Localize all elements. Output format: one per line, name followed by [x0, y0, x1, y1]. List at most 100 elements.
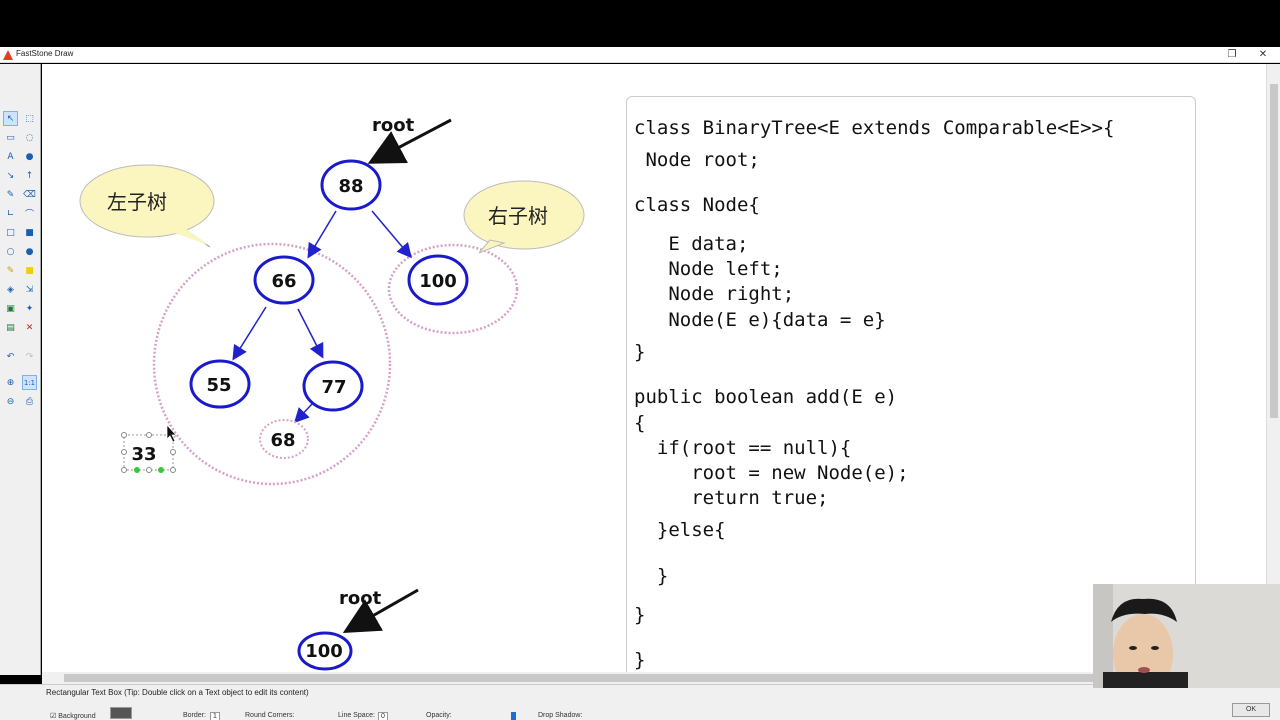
code-line: { [634, 412, 646, 434]
transform-tool-icon[interactable]: ⇲ [25, 284, 34, 295]
code-line: return true; [634, 487, 829, 509]
code-line: Node(E e){data = e} [634, 309, 886, 331]
code-line: } [634, 565, 669, 587]
ok-button[interactable]: OK [1232, 703, 1270, 717]
left-subtree-label: 左子树 [107, 190, 167, 214]
vertical-scrollbar[interactable] [1266, 64, 1280, 672]
node-value: 33 [131, 444, 156, 465]
code-line: } [634, 604, 646, 626]
tree-node[interactable]: 88 [320, 159, 382, 211]
root-pointer-bottom [342, 588, 419, 633]
node-value: 88 [338, 176, 363, 197]
presenter-webcam [1093, 584, 1280, 688]
opacity-label: Opacity: [426, 712, 452, 719]
edge-66-55 [232, 306, 267, 361]
code-line: E data; [634, 233, 749, 255]
curve-tool-icon[interactable]: ⌒ [24, 210, 34, 220]
code-line: Node root; [634, 149, 760, 171]
right-callout: 右子树 [463, 180, 585, 254]
line-tool-icon[interactable]: ∟ [6, 208, 15, 219]
resize-handle[interactable] [121, 432, 127, 438]
edge-88-66 [307, 210, 337, 259]
code-line: if(root == null){ [634, 437, 852, 459]
code-text-box[interactable]: class BinaryTree<E extends Comparable<E>… [626, 96, 1196, 672]
round-corners-label: Round Corners: [245, 712, 295, 719]
delete-tool-icon[interactable]: ✕ [25, 322, 34, 333]
bubble-tool-icon[interactable]: ◌ [25, 132, 34, 143]
eraser-tool-icon[interactable]: ⌫ [23, 189, 36, 200]
image-tool-icon[interactable]: ▣ [6, 303, 15, 314]
number-tool-icon[interactable]: ● [25, 151, 34, 162]
tree-node[interactable]: 66 [253, 255, 315, 305]
video-letterbox-top [0, 0, 1280, 47]
rectangle-tool-icon[interactable]: □ [6, 227, 15, 238]
text-tool-icon[interactable]: A [7, 151, 14, 162]
restore-icon[interactable]: ❐ [1227, 49, 1237, 60]
node-value: 68 [270, 430, 295, 451]
drop-shadow-label: Drop Shadow: [538, 712, 583, 719]
right-subtree-label: 右子树 [488, 204, 548, 228]
stamp-tool-icon[interactable]: ✦ [25, 303, 34, 314]
ellipse-tool-icon[interactable]: ○ [6, 246, 15, 257]
highlight-rect-tool-icon[interactable]: ■ [25, 265, 34, 276]
scroll-thumb[interactable] [1270, 84, 1278, 418]
node-value: 66 [271, 271, 296, 292]
filled-rectangle-tool-icon[interactable]: ■ [25, 227, 34, 238]
scroll-thumb[interactable] [64, 674, 1124, 682]
line-space-field[interactable]: 0 [378, 712, 388, 720]
mouse-cursor-icon [166, 424, 177, 443]
arrow-tool-icon[interactable]: ↘ [6, 170, 15, 181]
tree-node[interactable]: 55 [189, 359, 251, 409]
drawing-canvas[interactable]: 左子树 右子树 root root 88 66 100 55 [42, 64, 1266, 672]
border-field[interactable]: 1 [210, 712, 220, 720]
tree-node[interactable]: 77 [302, 360, 364, 412]
background-checkbox[interactable]: ☑ Background [50, 713, 96, 720]
opacity-slider[interactable] [511, 712, 516, 720]
highlighter-tool-icon[interactable]: ✎ [6, 265, 15, 276]
status-bar: Rectangular Text Box (Tip: Double click … [0, 684, 1280, 700]
code-line: public boolean add(E e) [634, 386, 898, 408]
resize-handle[interactable] [158, 467, 164, 473]
tree-node[interactable]: 100 [297, 631, 353, 671]
resize-handle[interactable] [146, 432, 152, 438]
tree-node[interactable]: 100 [407, 254, 469, 306]
properties-bar: ☑ Background Border: 1 Round Corners: Li… [0, 700, 1280, 720]
zoom-out-icon[interactable]: ⊖ [6, 396, 15, 407]
edge-88-100 [371, 210, 412, 259]
close-icon[interactable]: ✕ [1258, 49, 1268, 60]
resize-handle[interactable] [121, 467, 127, 473]
resize-handle[interactable] [170, 467, 176, 473]
select-tool-icon[interactable]: ↖ [3, 111, 18, 126]
code-line: class Node{ [634, 194, 760, 216]
line-space-label: Line Space: [338, 712, 375, 719]
zoom-in-icon[interactable]: ⊕ [6, 377, 15, 388]
redo-icon[interactable]: ↷ [25, 351, 34, 362]
code-line: Node left; [634, 258, 783, 280]
window-title: FastStone Draw [16, 49, 74, 58]
color-swatch[interactable] [110, 707, 132, 719]
horizontal-scrollbar[interactable] [42, 672, 1266, 684]
tree-node[interactable]: 68 [259, 419, 309, 459]
resize-handle[interactable] [134, 467, 140, 473]
resize-handle[interactable] [170, 449, 176, 455]
status-text: Rectangular Text Box (Tip: Double click … [46, 688, 309, 697]
watermark-tool-icon[interactable]: ▤ [6, 322, 15, 333]
undo-icon[interactable]: ↶ [6, 351, 15, 362]
pen-tool-icon[interactable]: ✎ [6, 189, 15, 200]
filled-ellipse-tool-icon[interactable]: ● [25, 246, 34, 257]
edge-77-68 [293, 403, 313, 424]
resize-handle[interactable] [146, 467, 152, 473]
node-value: 77 [321, 377, 346, 398]
actual-size-icon[interactable]: 1:1 [22, 375, 37, 390]
callout-tool-icon[interactable]: ▭ [6, 132, 15, 143]
print-icon[interactable]: ⎙ [25, 396, 34, 407]
up-arrow-tool-icon[interactable]: ↑ [25, 170, 34, 181]
border-label: Border: [183, 712, 206, 719]
root-label-bottom: root [339, 588, 382, 609]
selected-text-box[interactable]: 33 [121, 432, 176, 473]
fill-tool-icon[interactable]: ◈ [7, 284, 14, 295]
title-bar: FastStone Draw ❐ ✕ [0, 47, 1280, 63]
marquee-tool-icon[interactable]: ⬚ [25, 113, 34, 124]
presenter-image [1093, 584, 1280, 688]
resize-handle[interactable] [121, 449, 127, 455]
